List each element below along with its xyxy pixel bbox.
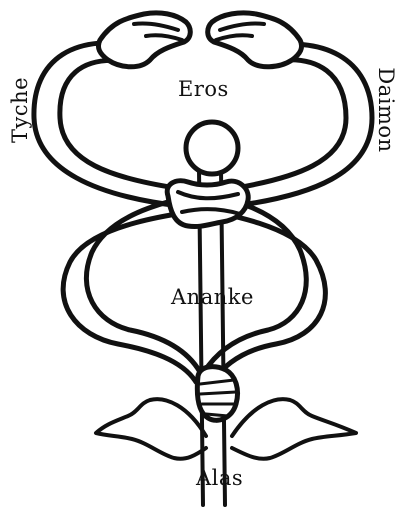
label-daimon: Daimon (374, 67, 398, 152)
upper-knot (167, 181, 248, 227)
left-wing (96, 399, 206, 459)
staff-orb (186, 122, 238, 174)
label-tyche: Tyche (8, 77, 32, 143)
label-eros: Eros (178, 77, 229, 101)
label-ananke: Ananke (171, 285, 254, 309)
right-wing (232, 399, 356, 459)
label-alas: Alas (196, 466, 243, 490)
